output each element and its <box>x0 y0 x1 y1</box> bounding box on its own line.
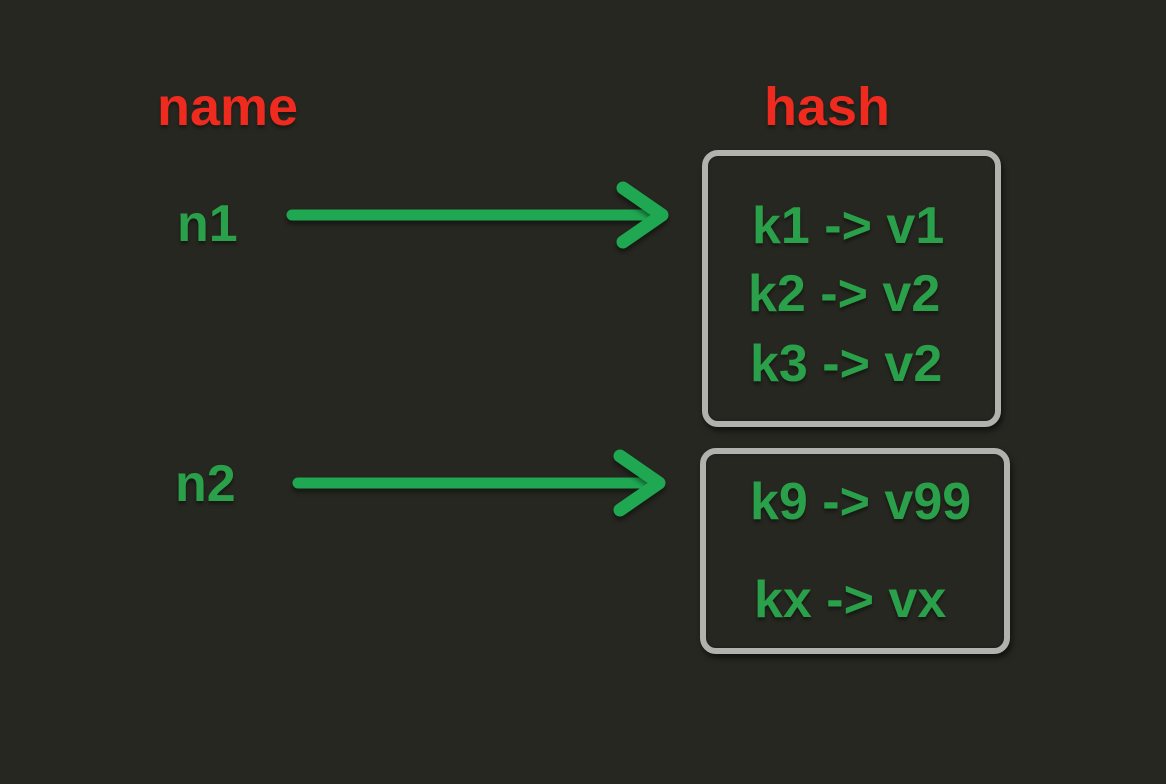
hash-entry: k9 -> v99 <box>750 473 972 531</box>
name-column-header: name <box>157 77 299 137</box>
n1-arrow-right-icon <box>286 181 669 249</box>
n2-arrow-right-icon <box>292 449 666 517</box>
name-n2-label: n2 <box>175 455 236 513</box>
hash-box-2: k9 -> v99 kx -> vx <box>700 448 1010 654</box>
hash-box-1: k1 -> v1 k2 -> v2 k3 -> v2 <box>702 150 1001 427</box>
hash-entry: k1 -> v1 <box>752 197 945 255</box>
hash-entry: k2 -> v2 <box>748 265 941 323</box>
hash-entry: kx -> vx <box>754 571 947 629</box>
hash-column-header: hash <box>764 77 891 137</box>
name-n1-label: n1 <box>177 195 238 253</box>
hash-entry: k3 -> v2 <box>750 335 943 393</box>
